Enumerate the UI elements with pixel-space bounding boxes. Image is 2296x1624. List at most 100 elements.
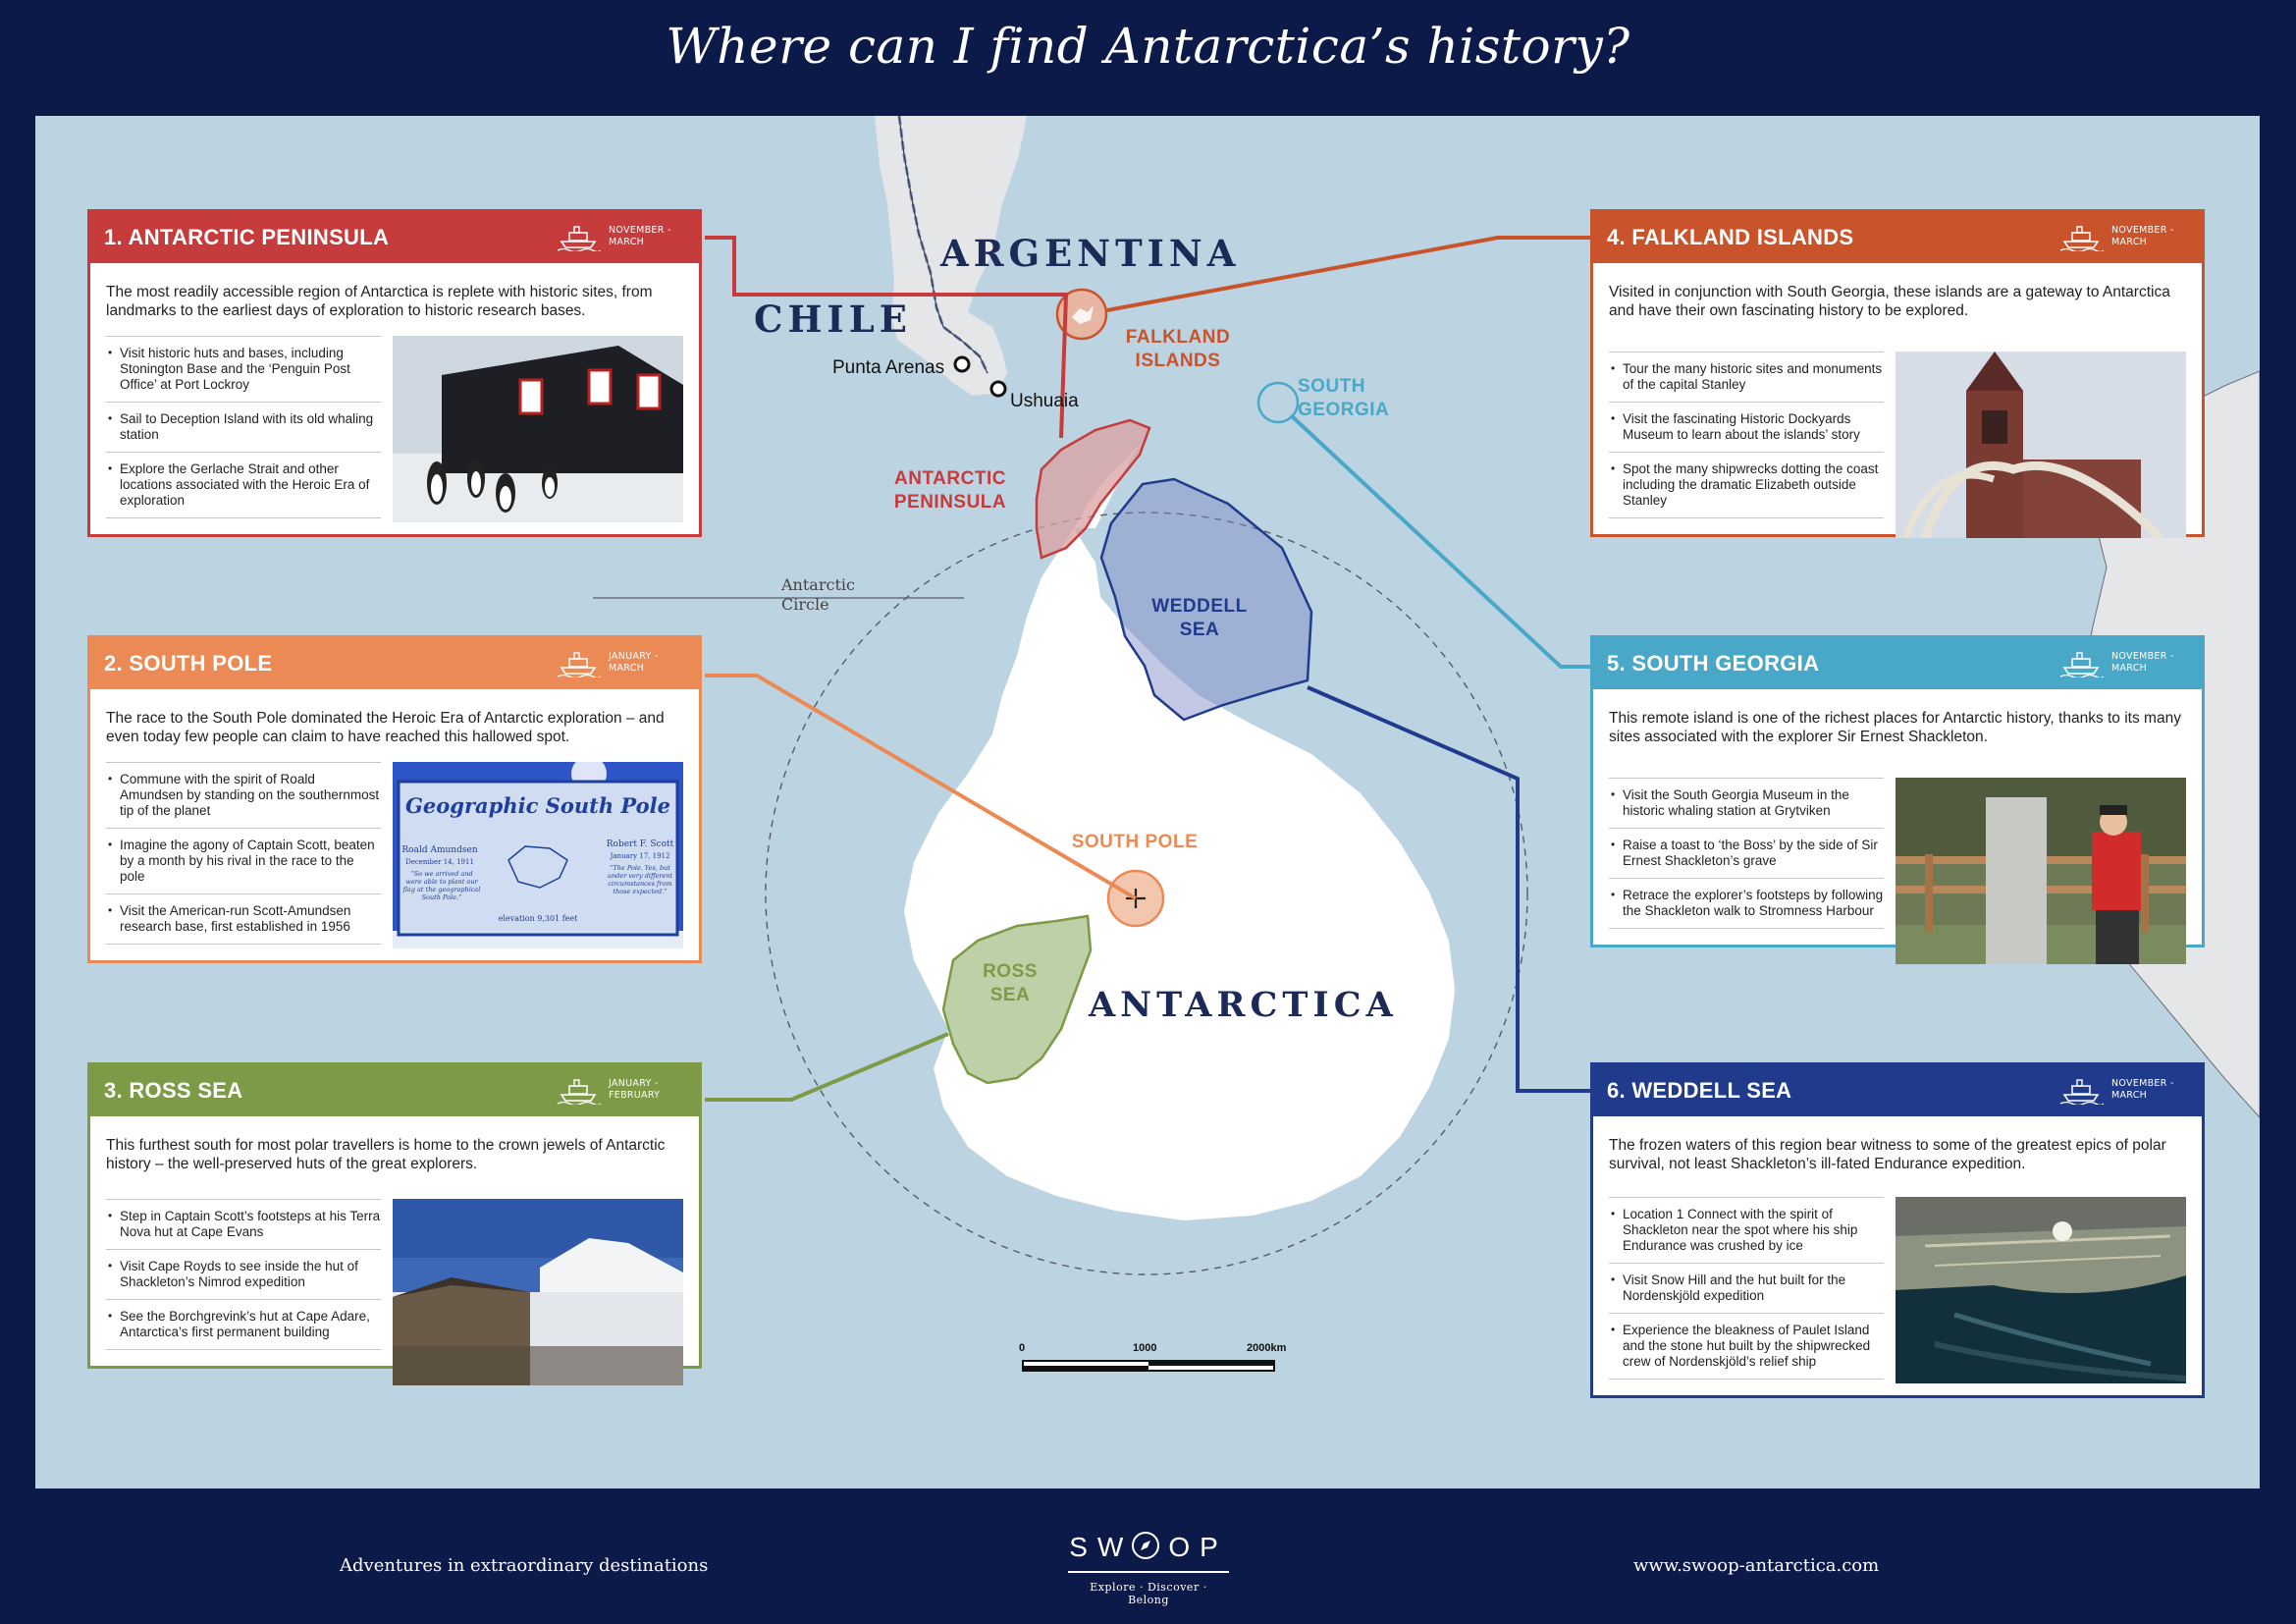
card-intro: Visited in conjunction with South Georgi…: [1609, 284, 2170, 319]
list-item: Visit Cape Royds to see inside the hut o…: [106, 1249, 381, 1299]
logo-tagline: Explore · Discover · Belong: [1090, 1580, 1207, 1606]
card-header: 2. SOUTH POLE JANUARY - MARCH: [90, 638, 699, 689]
list-item: Experience the bleakness of Paulet Islan…: [1609, 1313, 1884, 1380]
leader-ross: [705, 1032, 949, 1102]
leader-south-pole: [705, 674, 1138, 900]
label-punta-arenas: Punta Arenas: [832, 357, 945, 378]
list-item: Visit the fascinating Historic Dockyards…: [1609, 402, 1884, 452]
card-body: Visit historic huts and bases, including…: [106, 336, 683, 522]
card-south-georgia: 5. SOUTH GEORGIA NOVEMBER - MARCH This r…: [1590, 635, 2205, 964]
card-falkland-islands: 4. FALKLAND ISLANDS NOVEMBER - MARCH Vis…: [1590, 209, 2205, 538]
bullet-list: Visit historic huts and bases, including…: [106, 336, 381, 518]
leader-falklands: [1106, 236, 1590, 312]
list-item: Explore the Gerlache Strait and other lo…: [106, 452, 381, 518]
season-label: NOVEMBER - MARCH: [609, 225, 671, 247]
peninsula-region: [1035, 418, 1151, 560]
antarctic-circle: [765, 512, 1528, 1275]
card-body: Location 1 Connect with the spirit of Sh…: [1609, 1197, 2186, 1383]
card-intro: The frozen waters of this region bear wi…: [1609, 1137, 2166, 1172]
card-header: 4. FALKLAND ISLANDS NOVEMBER - MARCH: [1593, 212, 2202, 263]
list-item: Raise a toast to ‘the Boss’ by the side …: [1609, 828, 1884, 878]
card-title: 6. WEDDELL SEA: [1607, 1078, 1792, 1103]
sign-right-quote: “The Pole. Yes, but under very different…: [607, 864, 673, 895]
label-antarctic-circle: Antarctic Circle: [781, 575, 855, 614]
card-antarctic-peninsula: 1. ANTARCTIC PENINSULA NOVEMBER - MARCH …: [87, 209, 702, 537]
ship-icon: [557, 226, 601, 251]
label-antarctic-peninsula: ANTARCTIC PENINSULA: [893, 468, 1007, 513]
card-intro: The race to the South Pole dominated the…: [106, 710, 665, 745]
sign-left-date: December 14, 1911: [405, 858, 474, 866]
compass-icon: [1132, 1532, 1160, 1559]
sign-left-name: Roald Amundsen: [401, 845, 477, 855]
weddell-region: [1099, 477, 1313, 722]
label-south-georgia: SOUTH GEORGIA: [1298, 376, 1390, 420]
card-body: Commune with the spirit of Roald Amundse…: [106, 762, 683, 948]
bullet-list: Tour the many historic sites and monumen…: [1609, 352, 1884, 518]
bullet-list: Location 1 Connect with the spirit of Sh…: [1609, 1197, 1884, 1380]
list-item: Retrace the explorer’s footsteps by foll…: [1609, 878, 1884, 929]
list-item: See the Borchgrevink’s hut at Cape Adare…: [106, 1299, 381, 1350]
card-ross-sea: 3. ROSS SEA JANUARY - FEBRUARY This furt…: [87, 1062, 702, 1385]
list-item: Visit the South Georgia Museum in the hi…: [1609, 778, 1884, 828]
label-ushuaia: Ushuaia: [1010, 391, 1079, 411]
list-item: Sail to Deception Island with its old wh…: [106, 402, 381, 452]
season-label: JANUARY - FEBRUARY: [609, 1078, 661, 1101]
page-title: Where can I find Antarctica’s history?: [666, 18, 1630, 75]
list-item: Visit historic huts and bases, including…: [106, 336, 381, 402]
season-label: NOVEMBER - MARCH: [2111, 1078, 2174, 1101]
list-item: Tour the many historic sites and monumen…: [1609, 352, 1884, 402]
label-south-pole: SOUTH POLE: [1071, 832, 1199, 852]
logo-rule: [1068, 1571, 1229, 1573]
sign-elevation: elevation 9,301 feet: [499, 914, 578, 923]
photo-port-lockroy: [393, 336, 683, 522]
list-item: Commune with the spirit of Roald Amundse…: [106, 762, 381, 828]
label-argentina: ARGENTINA: [940, 232, 1241, 275]
list-item: Visit the American-run Scott-Amundsen re…: [106, 893, 381, 945]
list-item: Imagine the agony of Captain Scott, beat…: [106, 828, 381, 893]
photo-christ-church-cathedral: [1896, 352, 2186, 538]
label-falkland-islands: FALKLAND ISLANDS: [1125, 327, 1231, 371]
bullet-list: Commune with the spirit of Roald Amundse…: [106, 762, 381, 945]
list-item: Visit Snow Hill and the hut built for th…: [1609, 1263, 1884, 1313]
list-item: Location 1 Connect with the spirit of Sh…: [1609, 1197, 1884, 1263]
leader-peninsula: [705, 236, 1069, 439]
list-item: Spot the many shipwrecks dotting the coa…: [1609, 452, 1884, 518]
footer-url-link[interactable]: www.swoop-antarctica.com: [1633, 1555, 1880, 1576]
punta-arenas-dot: [953, 355, 971, 373]
footer-tagline: Adventures in extraordinary destinations: [340, 1555, 709, 1576]
bullet-list: Visit the South Georgia Museum in the hi…: [1609, 778, 1884, 929]
photo-endurance-wreck: [1896, 1197, 2186, 1383]
chile-border-core: [898, 116, 988, 374]
label-weddell-sea: WEDDELL SEA: [1151, 596, 1248, 640]
season-label: JANUARY - MARCH: [609, 651, 659, 674]
card-body: Step in Captain Scott’s footsteps at his…: [106, 1199, 683, 1385]
scale-label-0: 0: [1019, 1342, 1026, 1354]
card-weddell-sea: 6. WEDDELL SEA NOVEMBER - MARCH The froz…: [1590, 1062, 2205, 1398]
scale-label-2000: 2000km: [1247, 1342, 1287, 1354]
card-intro: This furthest south for most polar trave…: [106, 1137, 666, 1172]
card-body: Visit the South Georgia Museum in the hi…: [1609, 778, 2186, 964]
ushuaia-dot: [989, 380, 1007, 398]
card-title: 2. SOUTH POLE: [104, 651, 273, 676]
sign-right-name: Robert F. Scott: [607, 839, 674, 849]
ship-icon: [557, 1079, 601, 1105]
season-label: NOVEMBER - MARCH: [2111, 651, 2174, 674]
card-body: Tour the many historic sites and monumen…: [1609, 352, 2186, 538]
ship-icon: [2059, 226, 2104, 251]
leader-weddell: [1307, 685, 1590, 1093]
card-title: 5. SOUTH GEORGIA: [1607, 651, 1820, 676]
label-ross-sea: ROSS SEA: [983, 961, 1038, 1005]
ship-icon: [2059, 652, 2104, 677]
card-intro: This remote island is one of the richest…: [1609, 710, 2181, 745]
photo-shackleton-grave: [1896, 778, 2186, 964]
card-title: 3. ROSS SEA: [104, 1078, 243, 1103]
scale-label-1000: 1000: [1133, 1342, 1157, 1354]
sign-left-quote: “So we arrived and were able to plant ou…: [402, 870, 481, 901]
card-title: 1. ANTARCTIC PENINSULA: [104, 225, 390, 249]
south-america-land: [875, 116, 1027, 396]
card-south-pole: 2. SOUTH POLE JANUARY - MARCH The race t…: [87, 635, 702, 963]
ship-icon: [2059, 1079, 2104, 1105]
sign-right-date: January 17, 1912: [610, 852, 670, 860]
